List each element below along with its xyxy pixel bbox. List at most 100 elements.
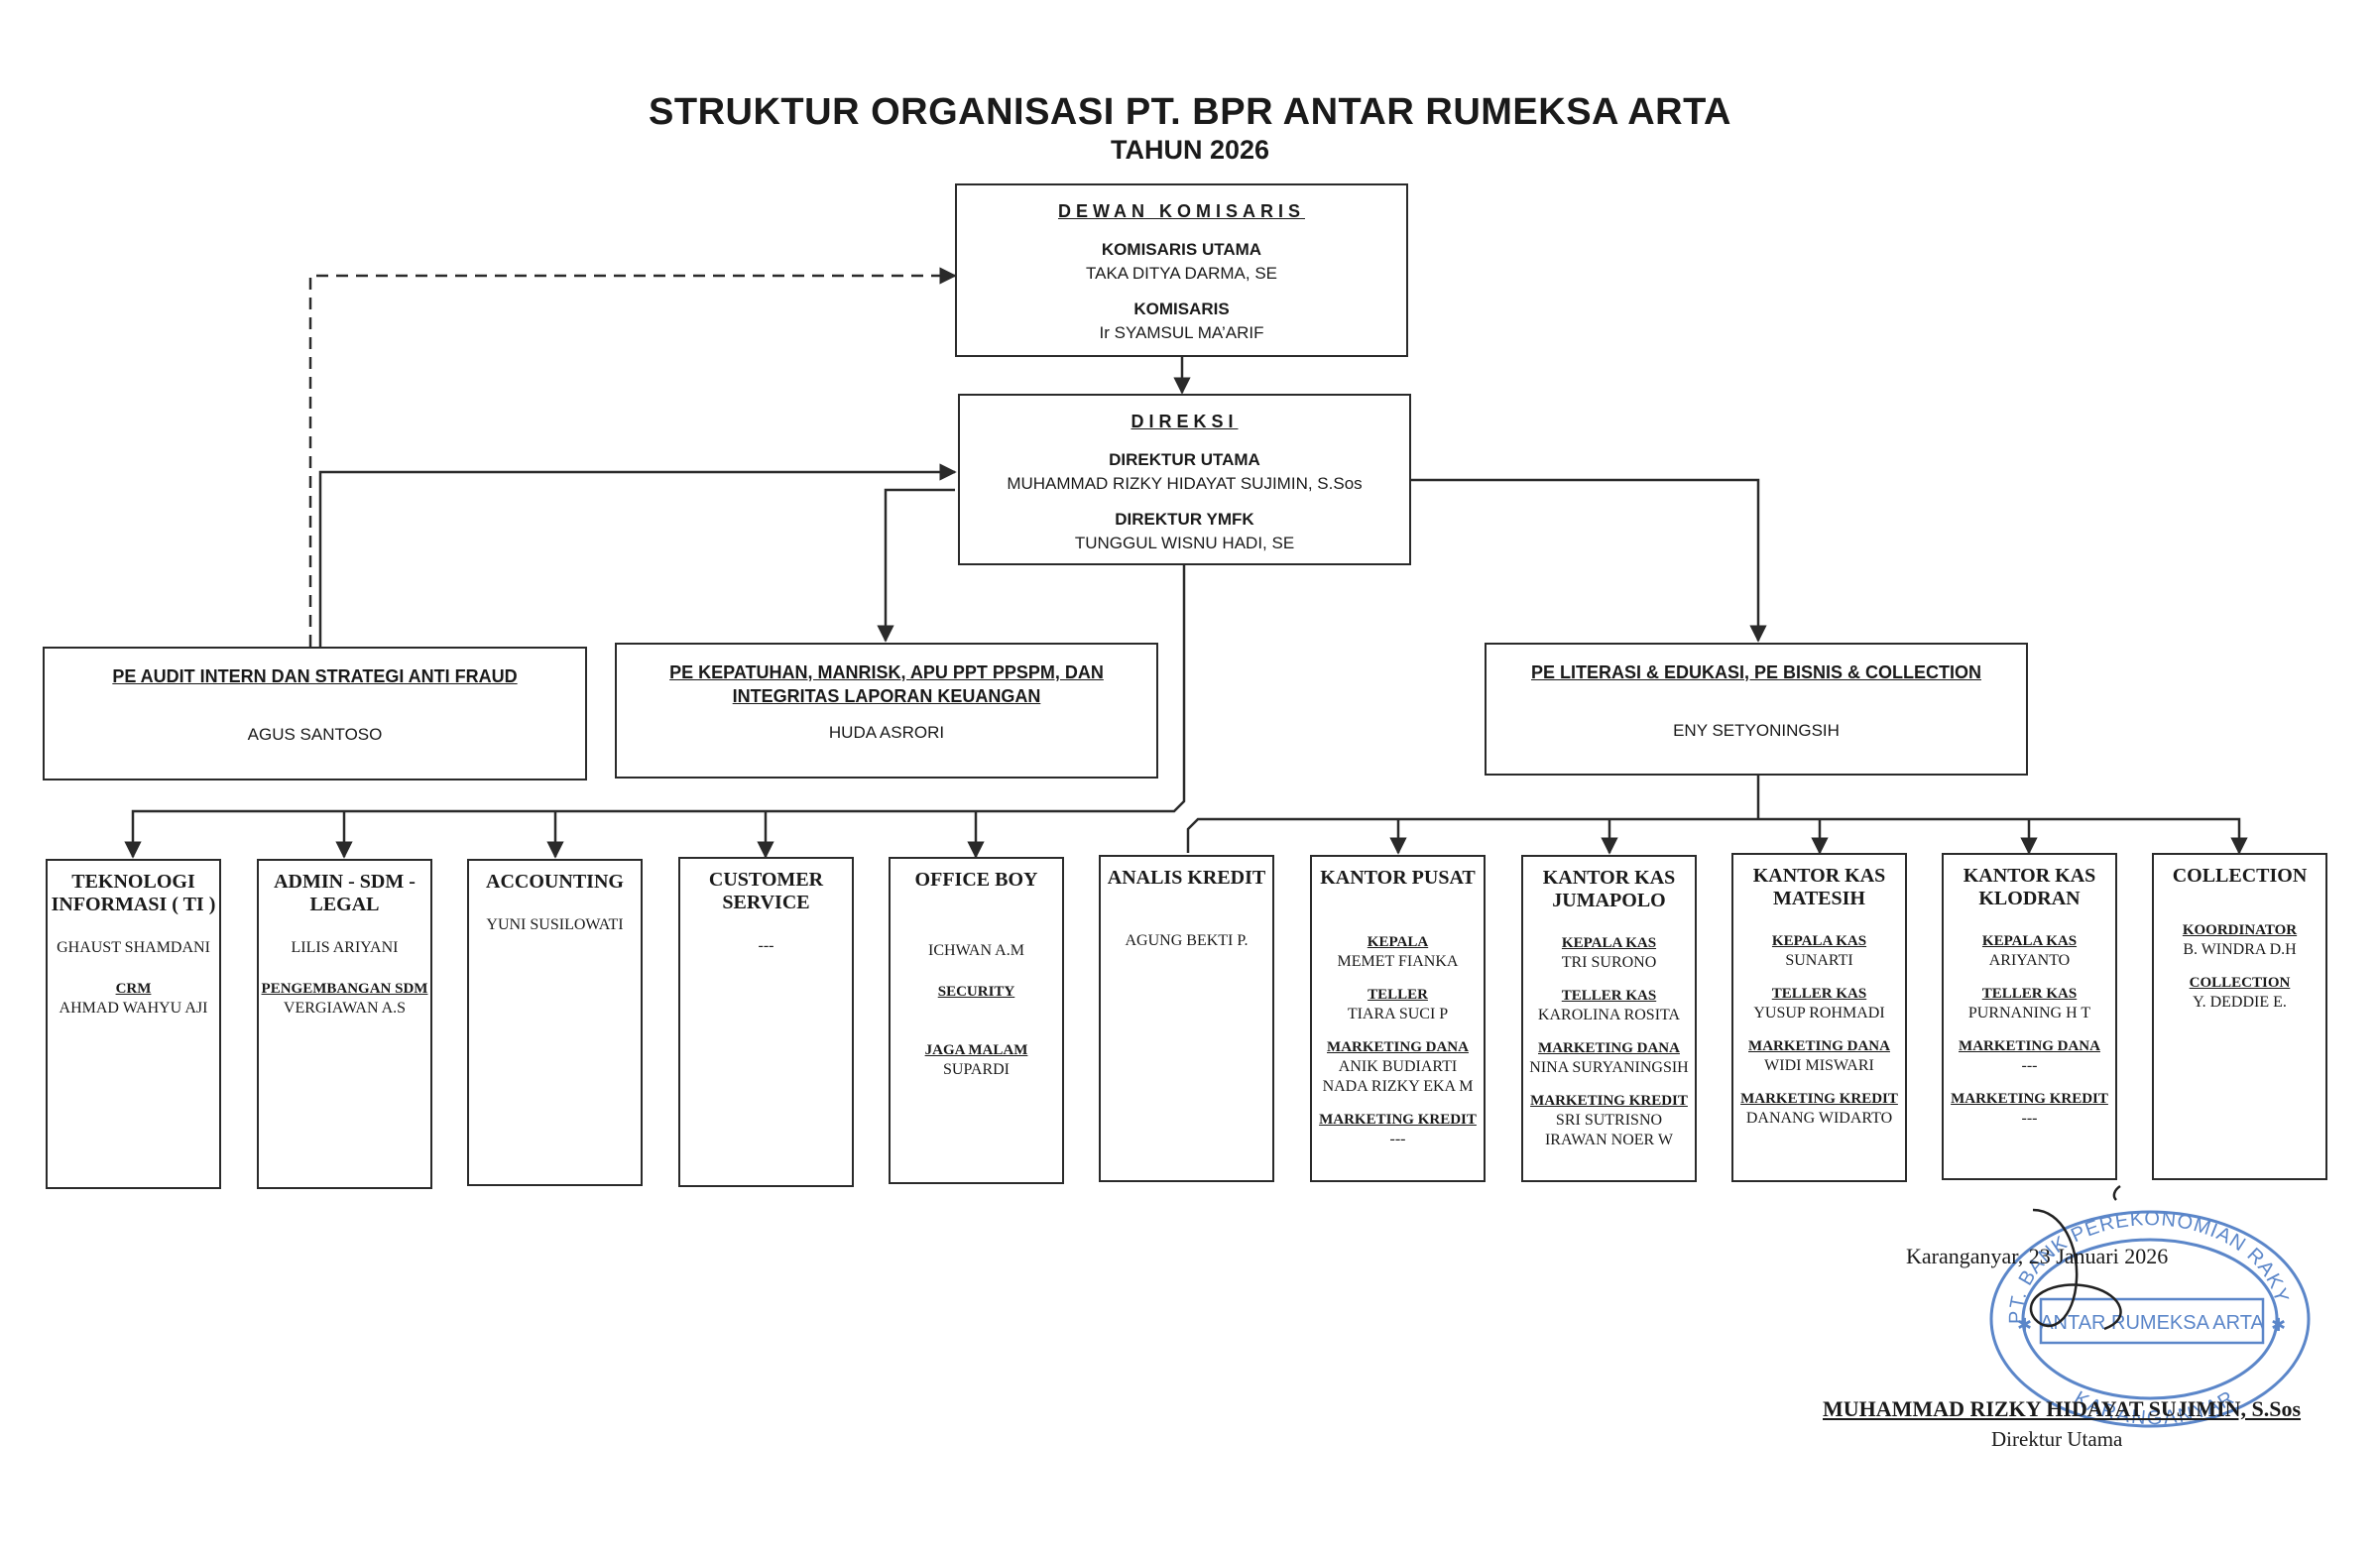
dept-klodran-title-line1: KANTOR KAS [1963, 865, 2096, 887]
dept-matesih-kepala-name: SUNARTI [1785, 952, 1853, 969]
komisaris-utama-name: TAKA DITYA DARMA, SE [1085, 264, 1278, 283]
dept-jumapolo-teller-name: KAROLINA ROSITA [1537, 1007, 1681, 1023]
page-subtitle-year: TAHUN 2026 [1110, 135, 1270, 165]
pe-kepatuhan-header-line2: INTEGRITAS LAPORAN KEUANGAN [732, 686, 1041, 706]
dept-admin-name: LILIS ARIYANI [291, 939, 399, 956]
dept-cs-name: --- [758, 937, 774, 954]
signature-place-date: Karanganyar, 23 Januari 2026 [1906, 1244, 2169, 1268]
dept-klodran-teller-name: PURNANING H T [1967, 1005, 2091, 1021]
dewan-komisaris-box: DEWAN KOMISARIS KOMISARIS UTAMA TAKA DIT… [955, 183, 1408, 357]
dept-office-boy-name: ICHWAN A.M [928, 942, 1024, 959]
pe-audit-name: AGUS SANTOSO [247, 725, 383, 744]
dept-klodran-teller-label: TELLER KAS [1981, 986, 2078, 1002]
handwritten-signature-icon [2029, 1184, 2122, 1331]
dept-matesih-title-line2: MATESIH [1773, 888, 1865, 909]
dept-jumapolo-teller-label: TELLER KAS [1561, 988, 1657, 1004]
dept-kantor-kas-klodran: KANTOR KAS KLODRAN KEPALA KAS ARIYANTO T… [1942, 853, 2117, 1180]
komisaris-utama-label: KOMISARIS UTAMA [1101, 240, 1262, 259]
dept-pusat-md-label: MARKETING DANA [1327, 1039, 1469, 1055]
dept-matesih-mk-name: DANANG WIDARTO [1745, 1110, 1893, 1127]
dept-cs-title-line1: CUSTOMER [708, 869, 824, 891]
dept-jumapolo-title-line2: JUMAPOLO [1552, 890, 1666, 911]
komisaris-label: KOMISARIS [1133, 300, 1230, 318]
dept-klodran-md-label: MARKETING DANA [1959, 1038, 2100, 1054]
dept-ti-title-line1: TEKNOLOGI [71, 871, 195, 893]
dept-collection: COLLECTION KOORDINATOR B. WINDRA D.H COL… [2152, 853, 2327, 1180]
dept-pusat-md-name1: ANIK BUDIARTI [1338, 1058, 1458, 1075]
pe-kepatuhan-box: PE KEPATUHAN, MANRISK, APU PPT PPSPM, DA… [615, 643, 1158, 779]
dept-matesih-teller-label: TELLER KAS [1771, 986, 1867, 1002]
dept-accounting-title: ACCOUNTING [486, 871, 624, 893]
dept-pusat-teller-name: TIARA SUCI P [1347, 1006, 1449, 1022]
dept-klodran-kepala-label: KEPALA KAS [1981, 933, 2078, 949]
dept-jumapolo-mk-label: MARKETING KREDIT [1530, 1093, 1688, 1109]
dept-office-boy-security-label: SECURITY [937, 984, 1015, 1000]
dept-matesih-md-name: WIDI MISWARI [1764, 1057, 1874, 1074]
dept-admin-title-line1: ADMIN - SDM - [274, 871, 416, 893]
dept-customer-service: CUSTOMER SERVICE --- [678, 857, 854, 1187]
direktur-ymfk-label: DIREKTUR YMFK [1115, 510, 1254, 529]
dept-pusat-mk-label: MARKETING KREDIT [1319, 1112, 1477, 1128]
page-title: STRUKTUR ORGANISASI PT. BPR ANTAR RUMEKS… [649, 91, 1731, 133]
dept-jumapolo-title-line1: KANTOR KAS [1542, 867, 1676, 889]
dept-jumapolo-kepala-label: KEPALA KAS [1561, 935, 1657, 951]
stamp-star-icon: ✱ [2271, 1315, 2286, 1335]
pe-audit-box: PE AUDIT INTERN DAN STRATEGI ANTI FRAUD … [43, 647, 587, 780]
dept-klodran-mk-label: MARKETING KREDIT [1951, 1091, 2108, 1107]
dept-analis-kredit: ANALIS KREDIT AGUNG BEKTI P. [1099, 855, 1274, 1182]
dept-analis-name: AGUNG BEKTI P. [1125, 932, 1249, 949]
dept-collection-koordinator-label: KOORDINATOR [2182, 922, 2298, 938]
signatory-name: MUHAMMAD RIZKY HIDAYAT SUJIMIN, S.Sos [1823, 1396, 2302, 1421]
dept-kantor-kas-jumapolo: KANTOR KAS JUMAPOLO KEPALA KAS TRI SURON… [1521, 855, 1697, 1182]
pe-audit-header: PE AUDIT INTERN DAN STRATEGI ANTI FRAUD [112, 666, 518, 686]
dept-klodran-md-name: --- [2021, 1057, 2038, 1074]
dept-jumapolo-md-label: MARKETING DANA [1538, 1040, 1680, 1056]
dept-klodran-kepala-name: ARIYANTO [1988, 952, 2071, 969]
dept-office-boy-jaga-name: SUPARDI [943, 1061, 1010, 1078]
dept-teknologi-informasi: TEKNOLOGI INFORMASI ( TI ) GHAUST SHAMDA… [46, 859, 221, 1189]
direksi-box: DIREKSI DIREKTUR UTAMA MUHAMMAD RIZKY HI… [958, 394, 1411, 565]
dept-jumapolo-md-name: NINA SURYANINGSIH [1529, 1059, 1689, 1076]
dept-matesih-teller-name: YUSUP ROHMADI [1753, 1005, 1885, 1021]
pe-kepatuhan-name: HUDA ASRORI [828, 723, 945, 742]
dept-accounting-name: YUNI SUSILOWATI [486, 916, 624, 933]
dept-klodran-mk-name: --- [2021, 1110, 2038, 1127]
dept-kantor-pusat: KANTOR PUSAT KEPALA MEMET FIANKA TELLER … [1310, 855, 1486, 1182]
dept-ti-name: GHAUST SHAMDANI [57, 939, 210, 956]
dept-admin-title-line2: LEGAL [309, 894, 380, 915]
dept-office-boy: OFFICE BOY ICHWAN A.M SECURITY JAGA MALA… [889, 857, 1064, 1184]
dept-pusat-kepala-name: MEMET FIANKA [1337, 953, 1459, 970]
dept-jumapolo-mk-name2: IRAWAN NOER W [1544, 1132, 1674, 1148]
dept-collection-koordinator-name: B. WINDRA D.H [2183, 941, 2297, 958]
pe-literasi-header: PE LITERASI & EDUKASI, PE BISNIS & COLLE… [1530, 662, 1982, 682]
dept-analis-title: ANALIS KREDIT [1107, 867, 1266, 889]
dept-matesih-mk-label: MARKETING KREDIT [1740, 1091, 1898, 1107]
komisaris-name: Ir SYAMSUL MA’ARIF [1099, 323, 1264, 342]
pe-literasi-name: ENY SETYONINGSIH [1673, 721, 1840, 740]
direktur-utama-name: MUHAMMAD RIZKY HIDAYAT SUJIMIN, S.Sos [1007, 474, 1363, 493]
dept-pusat-kepala-label: KEPALA [1367, 934, 1429, 950]
dept-jumapolo-mk-name1: SRI SUTRISNO [1555, 1112, 1663, 1129]
dept-office-boy-jaga-label: JAGA MALAM [924, 1042, 1028, 1058]
dept-kantor-kas-matesih: KANTOR KAS MATESIH KEPALA KAS SUNARTI TE… [1731, 853, 1907, 1182]
pe-literasi-box: PE LITERASI & EDUKASI, PE BISNIS & COLLE… [1485, 643, 2028, 776]
dept-ti-crm-label: CRM [115, 981, 152, 997]
dept-jumapolo-kepala-name: TRI SURONO [1561, 954, 1657, 971]
stamp-star-icon: ✱ [2017, 1315, 2032, 1335]
dewan-komisaris-header: DEWAN KOMISARIS [1057, 201, 1305, 221]
dept-matesih-kepala-label: KEPALA KAS [1771, 933, 1867, 949]
signatory-role: Direktur Utama [1991, 1427, 2123, 1451]
dept-collection-collection-name: Y. DEDDIE E. [2193, 994, 2287, 1011]
direksi-header: DIREKSI [1130, 412, 1239, 431]
dept-pusat-mk-name: --- [1389, 1131, 1406, 1147]
company-stamp: PT. BANK PEREKONOMIAN RAKYAT KARANGANYAR… [1983, 1200, 2311, 1429]
direktur-ymfk-name: TUNGGUL WISNU HADI, SE [1074, 534, 1295, 552]
dept-ti-crm-name: AHMAD WAHYU AJI [59, 1000, 208, 1017]
dept-accounting: ACCOUNTING YUNI SUSILOWATI [467, 859, 643, 1186]
dept-matesih-title-line1: KANTOR KAS [1752, 865, 1886, 887]
dept-admin-pengembangan-name: VERGIAWAN A.S [283, 1000, 407, 1017]
pe-kepatuhan-header-line1: PE KEPATUHAN, MANRISK, APU PPT PPSPM, DA… [669, 662, 1104, 682]
dept-collection-collection-label: COLLECTION [2189, 975, 2291, 991]
dept-klodran-title-line2: KLODRAN [1978, 888, 2081, 909]
